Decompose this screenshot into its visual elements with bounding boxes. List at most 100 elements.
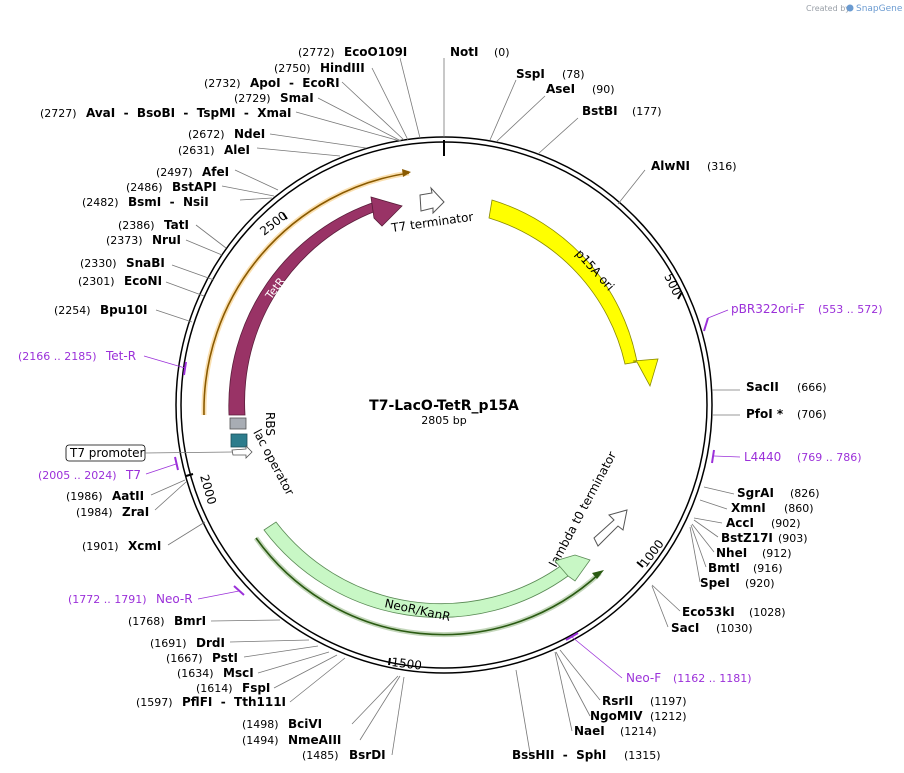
enzyme-bmti: BmtI [708,561,740,575]
enzyme-bsrdi: BsrDI [349,748,386,762]
leader-bstapi [221,185,275,197]
enzyme-alwni: AlwNI [651,159,690,173]
enzyme-rsrii-pos: (1197) [650,695,687,708]
primer-mark-l4440 [711,449,715,464]
enzyme-eco53ki-pos: (1028) [749,606,786,619]
enzyme-bstbi: BstBI [582,104,618,118]
leader-nhei [691,523,715,553]
enzyme-leaders [150,57,740,756]
leader-xmni [699,499,728,510]
enzyme-spei: SpeI [700,576,730,590]
created-by-text: Created by [806,4,850,13]
enzyme-noti-pos: (0) [494,46,510,59]
primer-neo-f: Neo-F [626,671,661,685]
leader-sspi [489,79,517,141]
primer-tet-r-range: (2166 .. 2185) [18,350,97,363]
enzyme-drdi: DrdI [196,636,225,650]
leader-drdi [229,639,310,643]
ruler-tick-2000 [185,473,194,477]
t7-promoter-feature [231,445,253,459]
enzyme-pfoi: PfoI * [746,407,784,421]
primer-neo-r-range: (1772 .. 1791) [68,593,147,606]
primer-leader-pbr322ori-f [707,309,729,319]
leader-ecori [341,81,405,141]
leader-smai [317,97,402,142]
tetr-feature [228,200,379,416]
enzyme-bcivi-pos: (1498) [242,718,279,731]
leader-pflfi [289,657,346,703]
lambda-t0-terminator-label: lambda t0 terminator [546,449,619,569]
t7-terminator-feature [419,186,445,215]
enzyme-pflfi-tth111i-pos: (1597) [136,696,173,709]
leader-nmeaiii [359,675,401,741]
enzyme-snabi: SnaBI [126,256,165,270]
primer-t7-range: (2005 .. 2024) [38,469,117,482]
plasmid-size: 2805 bp [421,414,466,427]
enzyme-ngomiv: NgoMIV [590,709,643,723]
enzyme-avai-group-pos: (2727) [40,107,77,120]
leader-rsrii [559,649,601,701]
enzyme-alwni-pos: (316) [707,160,737,173]
p15a-ori-arrowhead [632,358,659,388]
rbs-feature [229,417,247,430]
lambda-t0-terminator-feature [593,509,628,547]
orf-green-line [255,537,601,636]
enzyme-bmri-pos: (1768) [128,615,165,628]
enzyme-xcmi: XcmI [128,539,161,553]
leader-fspi [273,654,338,689]
primer-t7: T7 [125,468,141,482]
enzyme-pfoi-pos: (706) [797,408,827,421]
enzyme-fspi-pos: (1614) [196,682,233,695]
enzyme-aatii-pos: (1986) [66,490,103,503]
leader-snabi [171,264,215,281]
enzyme-naei-pos: (1214) [620,725,657,738]
enzyme-sgrai: SgrAI [737,486,774,500]
leader-spei [689,526,701,583]
neor-kanr-arrowhead [554,554,591,582]
enzyme-bpu10i: Bpu10I [100,303,147,317]
primer-neo-f-range: (1162 .. 1181) [673,672,752,685]
enzyme-xmni: XmnI [731,501,766,515]
enzyme-acci-pos: (902) [771,517,801,530]
primer-leader-neo-r [197,590,240,600]
primer-leader-neo-f [571,636,623,679]
orf-green-arrowhead [592,570,604,579]
enzyme-sacii-pos: (666) [797,381,827,394]
leader-nrui [185,239,223,256]
enzyme-eco53ki: Eco53kI [682,605,735,619]
primer-mark-tet-r [183,361,187,376]
enzyme-saci: SacI [671,621,699,635]
enzyme-spei-pos: (920) [745,577,775,590]
enzyme-fspi: FspI [242,681,270,695]
enzyme-bstapi: BstAPI [172,180,217,194]
enzyme-noti: NotI [450,45,479,59]
enzyme-hindiii-pos: (2750) [274,62,311,75]
leader-msci [257,651,330,674]
leader-bsmi [239,197,273,201]
enzyme-msci: MscI [223,666,254,680]
snapgene-branding: Created by SnapGene [806,4,903,14]
enzyme-econi-pos: (2301) [78,275,115,288]
enzyme-snabi-pos: (2330) [80,257,117,270]
leader-psti [243,645,319,658]
leader-zrai [154,481,187,511]
enzyme-apoi-ecori-pos: (2732) [204,77,241,90]
orf-orange-line [203,172,410,416]
primer-mark-pbr322ori-f [703,317,709,332]
primer-mark-neo-f [565,632,579,641]
enzyme-naei: NaeI [574,724,605,738]
enzyme-sspi: SspI [516,67,545,81]
leader-eco53ki [651,584,681,612]
enzyme-saci-pos: (1030) [716,622,753,635]
primer-tet-r: Tet-R [105,349,136,363]
enzyme-avai-group: AvaI - BsoBI - TspMI - XmaI [86,106,292,120]
enzyme-bstz17i: BstZ17I [721,531,773,545]
leader-hindiii [371,67,409,141]
snapgene-logo-icon [846,4,854,12]
enzyme-nrui-pos: (2373) [106,234,143,247]
enzyme-sgrai-pos: (826) [790,487,820,500]
leader-econi [165,281,205,297]
enzyme-psti: PstI [212,651,238,665]
rbs-label: RBS [263,412,277,436]
